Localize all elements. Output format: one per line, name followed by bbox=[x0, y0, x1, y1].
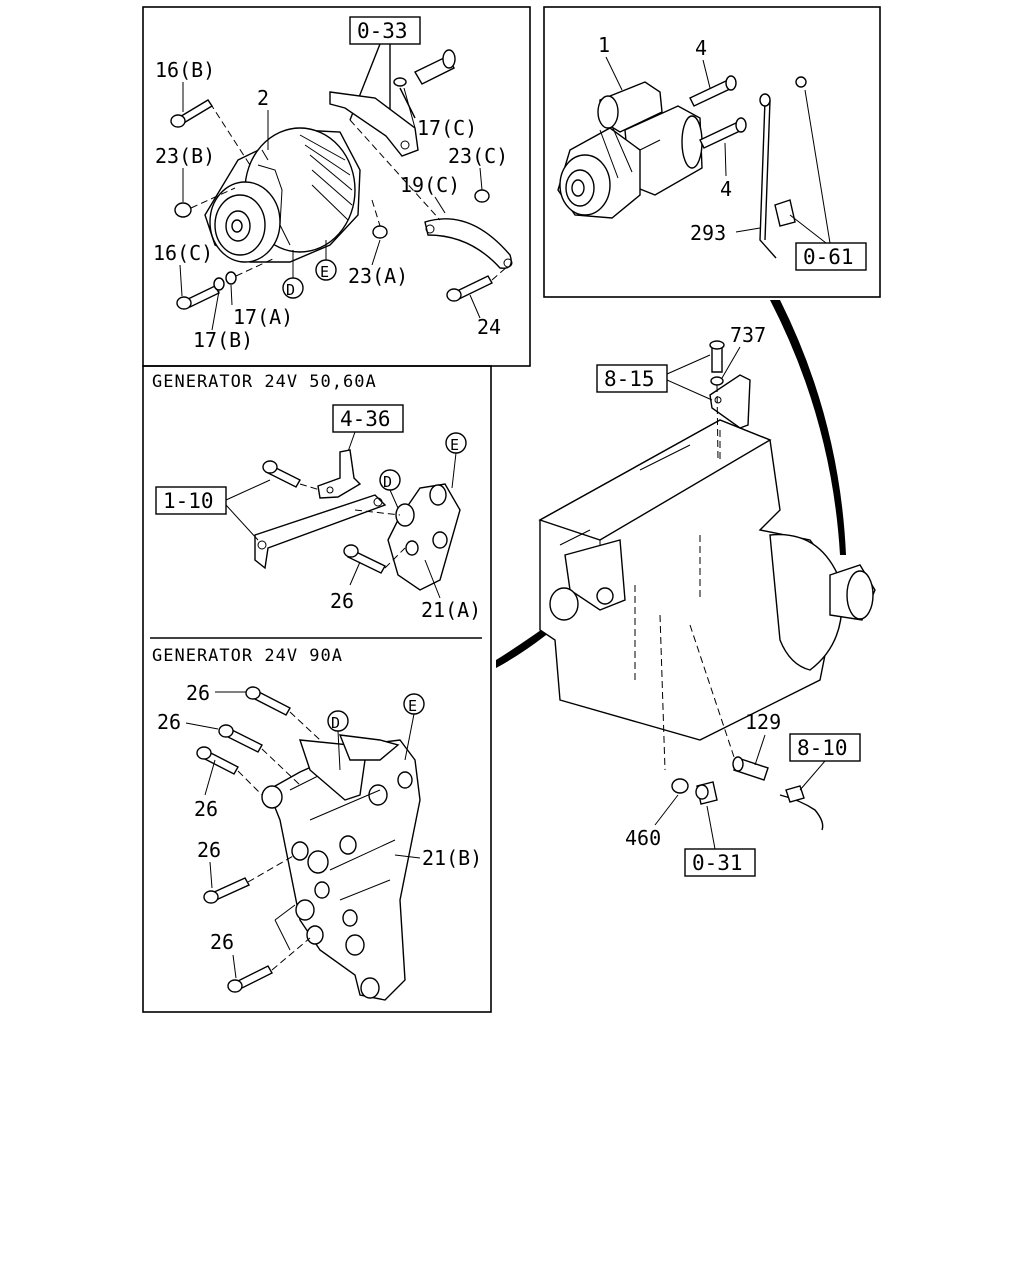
nut-23a bbox=[372, 225, 388, 239]
engine-hanger-bracket bbox=[709, 374, 751, 429]
callout-arc-right bbox=[770, 300, 846, 555]
gen-90-bracket bbox=[261, 734, 421, 1001]
ref-box-1-10[interactable] bbox=[155, 486, 227, 515]
gen-50-60-panel: GENERATOR 24V 50,60A 4-36 1-10 bbox=[152, 372, 481, 622]
label-4-top: 4 bbox=[695, 36, 707, 60]
label-16b: 16(B) bbox=[155, 58, 215, 82]
ref-label-0-33: 0-33 bbox=[357, 19, 408, 43]
svg-text:E: E bbox=[450, 436, 459, 454]
engine-assembly: 737 8-15 129 8-10 460 0-31 bbox=[496, 300, 876, 877]
label-23a: 23(A) bbox=[348, 264, 408, 288]
ref-box-0-31[interactable] bbox=[684, 848, 756, 877]
svg-text:D: D bbox=[383, 473, 392, 491]
gen-90-bolt-5 bbox=[227, 965, 273, 993]
ref-label-8-10: 8-10 bbox=[797, 736, 848, 760]
ref-label-4-36: 4-36 bbox=[340, 407, 391, 431]
alternator-upper-bracket bbox=[329, 91, 419, 157]
starter-panel: 1 4 4 293 0-61 bbox=[557, 33, 867, 271]
label-26: 26 bbox=[330, 589, 354, 613]
label-129: 129 bbox=[745, 710, 781, 734]
ref-box-4-36[interactable] bbox=[332, 404, 404, 433]
engine-block bbox=[538, 419, 876, 741]
label-17a: 17(A) bbox=[233, 305, 293, 329]
label-26-d: 26 bbox=[197, 838, 221, 862]
label-17c: 17(C) bbox=[417, 116, 477, 140]
label-16c: 16(C) bbox=[153, 241, 213, 265]
ref-box-8-15[interactable] bbox=[596, 364, 668, 393]
ref-label-8-15: 8-15 bbox=[604, 367, 655, 391]
svg-text:D: D bbox=[331, 714, 340, 732]
label-26-a: 26 bbox=[186, 681, 210, 705]
svg-text:E: E bbox=[408, 697, 417, 715]
ref-label-0-31: 0-31 bbox=[692, 851, 743, 875]
generator-panel-frame bbox=[142, 365, 492, 1013]
label-26-c: 26 bbox=[194, 797, 218, 821]
ref-box-0-61[interactable] bbox=[795, 242, 867, 271]
label-23b: 23(B) bbox=[155, 144, 215, 168]
gen-50-60-mount bbox=[387, 483, 461, 591]
gen-50-60-title: GENERATOR 24V 50,60A bbox=[152, 372, 377, 392]
gen-90-bolt-3 bbox=[196, 746, 239, 775]
callout-arc-left bbox=[496, 625, 550, 668]
ref-label-1-10: 1-10 bbox=[163, 489, 214, 513]
label-460: 460 bbox=[625, 826, 661, 850]
svg-text:D: D bbox=[286, 281, 295, 299]
starter-motor bbox=[557, 81, 703, 219]
gen-90-panel: GENERATOR 24V 90A bbox=[152, 646, 482, 1001]
starter-panel-frame bbox=[543, 6, 881, 298]
label-17b: 17(B) bbox=[193, 328, 253, 352]
label-26-e: 26 bbox=[210, 930, 234, 954]
label-4-bottom: 4 bbox=[720, 177, 732, 201]
label-293: 293 bbox=[690, 221, 726, 245]
gen-90-bolt-2 bbox=[218, 724, 263, 753]
alternator-bolt-top bbox=[414, 49, 456, 85]
label-26-b: 26 bbox=[157, 710, 181, 734]
nut-23b bbox=[174, 202, 192, 218]
gen-90-title: GENERATOR 24V 90A bbox=[152, 646, 343, 666]
ref-box-0-33[interactable] bbox=[349, 16, 421, 45]
label-21b: 21(B) bbox=[422, 846, 482, 870]
svg-text:E: E bbox=[320, 263, 329, 281]
ref-label-0-61: 0-61 bbox=[803, 245, 854, 269]
label-21a: 21(A) bbox=[421, 598, 481, 622]
gen-90-bolt-4 bbox=[203, 877, 250, 904]
starter-cable bbox=[759, 99, 777, 259]
label-2: 2 bbox=[257, 86, 269, 110]
alternator-body bbox=[204, 127, 361, 263]
alternator-panel: 0-33 bbox=[153, 16, 513, 352]
label-24: 24 bbox=[477, 315, 501, 339]
label-1: 1 bbox=[598, 33, 610, 57]
oring-460 bbox=[671, 778, 689, 794]
label-23c: 23(C) bbox=[448, 144, 508, 168]
label-737: 737 bbox=[730, 323, 766, 347]
nut-23c bbox=[474, 189, 490, 203]
gen-90-bolt-1 bbox=[245, 686, 291, 716]
label-19c: 19(C) bbox=[400, 173, 460, 197]
alternator-adjust-arm bbox=[424, 218, 512, 269]
gen-50-60-long-bracket bbox=[254, 494, 387, 570]
